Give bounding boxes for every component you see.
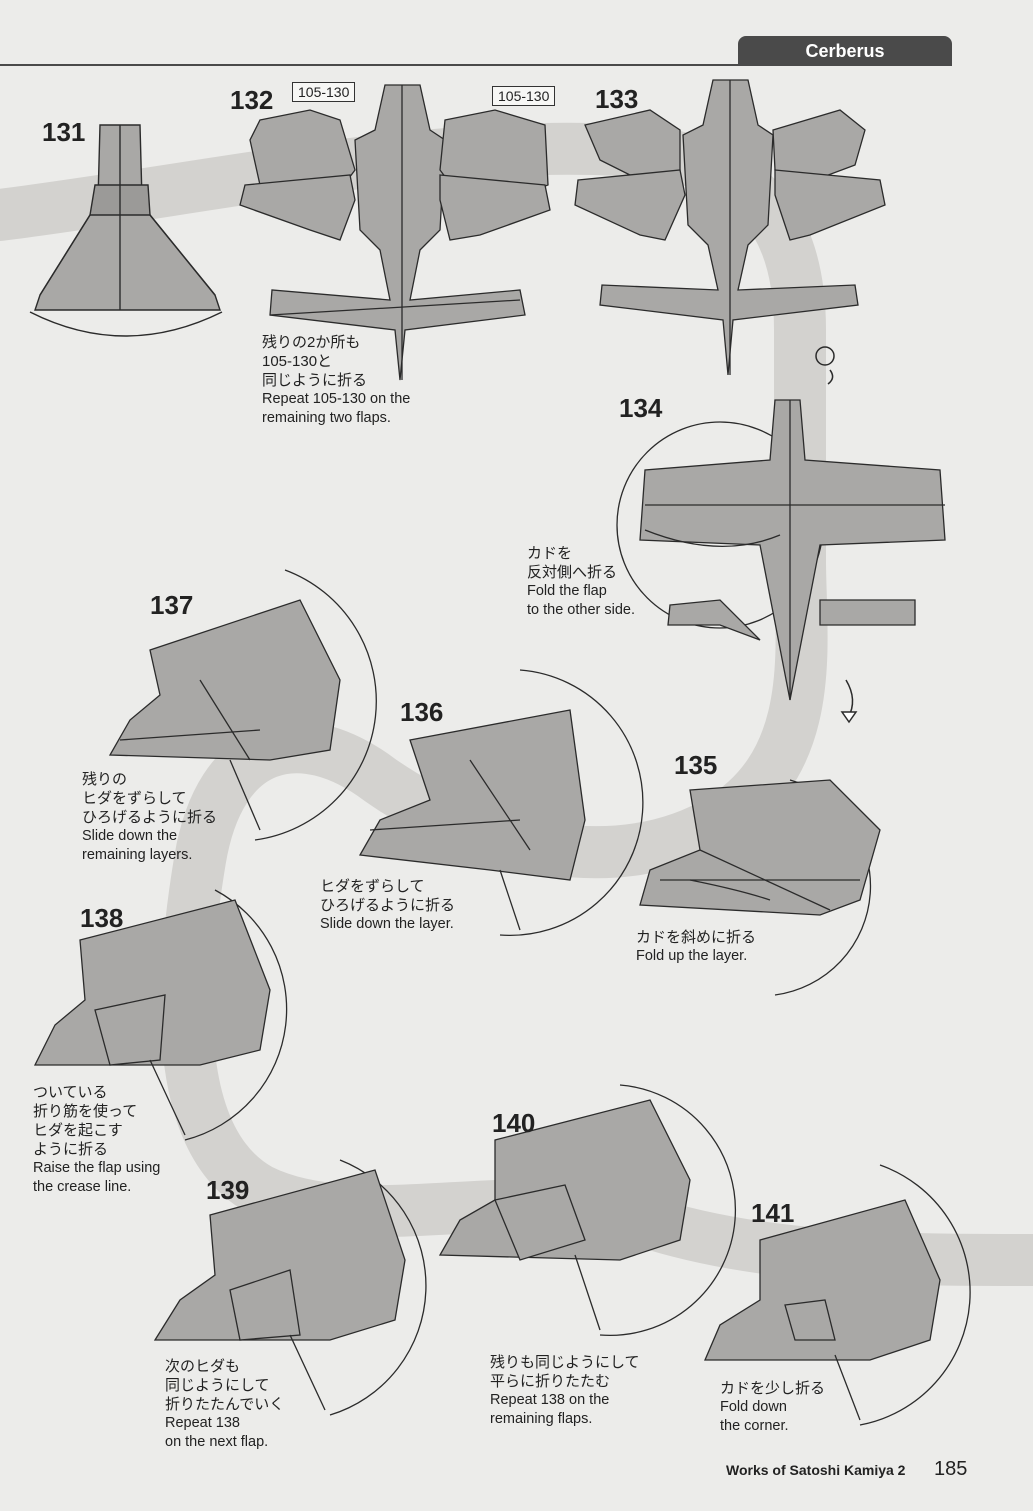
- diagram-132: [239, 84, 551, 381]
- diagram-135: [639, 779, 881, 996]
- caption-138-en-2: the crease line.: [33, 1179, 132, 1195]
- caption-138-jp-2: 折り筋を使って: [33, 1103, 138, 1120]
- caption-141-jp-1: カドを少し折る: [720, 1380, 826, 1397]
- caption-139-jp-2: 同じようにして: [165, 1377, 270, 1394]
- diagram-141: [704, 1164, 971, 1426]
- caption-135: カドを斜めに折る Fold up the layer.: [636, 928, 756, 966]
- caption-140-en-1: Repeat 138 on the: [490, 1392, 610, 1408]
- book-title-footer: Works of Satoshi Kamiya 2: [726, 1462, 906, 1478]
- step-number-132: 132: [230, 85, 274, 115]
- caption-134-jp-1: カドを: [527, 545, 573, 562]
- caption-137-jp-3: ひろげるように折る: [82, 809, 218, 826]
- step-number-137: 137: [150, 590, 194, 620]
- caption-139-en-2: on the next flap.: [165, 1434, 269, 1450]
- caption-140-jp-2: 平らに折りたたむ: [490, 1373, 611, 1390]
- caption-137-en-2: remaining layers.: [82, 847, 193, 863]
- caption-132-jp-1: 残りの2か所も: [262, 334, 361, 351]
- step-number-131: 131: [42, 117, 86, 147]
- caption-141: カドを少し折る Fold down the corner.: [720, 1379, 825, 1436]
- diagram-131: [29, 124, 223, 337]
- caption-137: 残りの ヒダをずらして ひろげるように折る Slide down the rem…: [82, 770, 217, 865]
- caption-140: 残りも同じようにして 平らに折りたたむ Repeat 138 on the re…: [490, 1353, 640, 1429]
- caption-137-jp-1: 残りの: [82, 771, 128, 788]
- caption-135-jp-1: カドを斜めに折る: [636, 929, 757, 946]
- caption-132-jp-2: 105-130と: [262, 353, 333, 370]
- step-number-141: 141: [751, 1198, 795, 1228]
- caption-139: 次のヒダも 同じようにして 折りたたんでいく Repeat 138 on the…: [165, 1357, 284, 1452]
- caption-140-en-2: remaining flaps.: [490, 1411, 593, 1427]
- caption-132: 残りの2か所も 105-130と 同じように折る Repeat 105-130 …: [262, 333, 410, 428]
- step-reference-right: 105-130: [492, 86, 556, 106]
- caption-138: ついている 折り筋を使って ヒダを起こす ように折る Raise the fla…: [33, 1083, 160, 1197]
- down-arrow-symbol: [840, 679, 858, 724]
- diagram-133: [574, 79, 886, 376]
- caption-134: カドを 反対側へ折る Fold the flap to the other si…: [527, 544, 635, 620]
- caption-141-en-1: Fold down: [720, 1399, 787, 1415]
- caption-139-jp-1: 次のヒダも: [165, 1358, 241, 1375]
- diagram-134: [616, 399, 946, 701]
- page-number: 185: [934, 1458, 968, 1480]
- rotate-symbol: [815, 346, 835, 385]
- step-number-139: 139: [206, 1175, 250, 1205]
- step-reference-left: 105-130: [292, 82, 356, 102]
- diagram-139: [153, 1159, 427, 1416]
- step-number-136: 136: [400, 697, 444, 727]
- caption-138-jp-4: ように折る: [33, 1141, 109, 1158]
- caption-140-jp-1: 残りも同じようにして: [490, 1354, 640, 1371]
- caption-132-en-1: Repeat 105-130 on the: [262, 391, 411, 407]
- caption-137-en-1: Slide down the: [82, 828, 178, 844]
- caption-139-en-1: Repeat 138: [165, 1415, 240, 1431]
- step-number-138: 138: [80, 903, 124, 933]
- diagram-137: [108, 569, 377, 841]
- caption-132-jp-3: 同じように折る: [262, 372, 368, 389]
- caption-136-jp-2: ひろげるように折る: [320, 897, 456, 914]
- chapter-tab: Cerberus: [738, 36, 952, 66]
- caption-136: ヒダをずらして ひろげるように折る Slide down the layer.: [320, 877, 455, 934]
- caption-139-jp-3: 折りたたんでいく: [165, 1396, 285, 1413]
- caption-136-jp-1: ヒダをずらして: [320, 878, 425, 895]
- caption-138-jp-3: ヒダを起こす: [33, 1122, 123, 1139]
- diagram-138: [33, 889, 288, 1141]
- diagram-140: [438, 1084, 736, 1337]
- caption-138-en-1: Raise the flap using: [33, 1160, 161, 1176]
- caption-134-jp-2: 反対側へ折る: [527, 564, 618, 581]
- header-rule: [0, 64, 952, 66]
- caption-134-en-1: Fold the flap: [527, 583, 607, 599]
- caption-138-jp-1: ついている: [33, 1084, 108, 1101]
- caption-134-en-2: to the other side.: [527, 602, 636, 618]
- step-number-133: 133: [595, 84, 639, 114]
- caption-141-en-2: the corner.: [720, 1418, 789, 1434]
- caption-135-en-1: Fold up the layer.: [636, 948, 748, 964]
- step-number-140: 140: [492, 1108, 536, 1138]
- caption-132-en-2: remaining two flaps.: [262, 410, 391, 426]
- caption-137-jp-2: ヒダをずらして: [82, 790, 187, 807]
- step-number-134: 134: [619, 393, 663, 423]
- step-number-135: 135: [674, 750, 718, 780]
- caption-136-en-1: Slide down the layer.: [320, 916, 454, 932]
- diagram-136: [358, 669, 644, 937]
